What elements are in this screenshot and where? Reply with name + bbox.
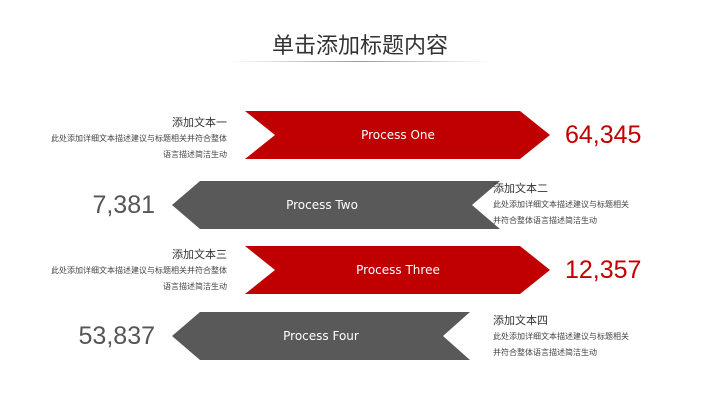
value-four: 53,837	[78, 322, 155, 350]
block-description: 此处添加详细文本描述建议与标题相关并符合整体语言描述简洁生动	[493, 200, 629, 225]
arrow-label-four: Process Four	[283, 329, 359, 343]
block-heading: 添加文本二	[493, 182, 548, 195]
arrow-label-three: Process Three	[356, 263, 440, 277]
block-description: 此处添加详细文本描述建议与标题相关并符合整体语言描述简洁生动	[51, 266, 227, 291]
arrow-process-two[interactable]	[172, 181, 500, 229]
arrow-process-one[interactable]	[245, 111, 550, 159]
block-description: 此处添加详细文本描述建议与标题相关并符合整体语言描述简洁生动	[493, 332, 629, 357]
block-heading: 添加文本四	[493, 314, 548, 327]
value-three: 12,357	[565, 256, 642, 284]
value-two: 7,381	[92, 191, 155, 219]
block-description: 此处添加详细文本描述建议与标题相关并符合整体语言描述简洁生动	[51, 134, 227, 159]
text-block-two[interactable]: 添加文本二 此处添加详细文本描述建议与标题相关并符合整体语言描述简洁生动	[493, 181, 683, 229]
value-one: 64,345	[565, 121, 642, 149]
block-heading: 添加文本一	[172, 116, 227, 129]
slide-title[interactable]: 单击添加标题内容	[271, 34, 448, 59]
text-block-one[interactable]: 添加文本一 此处添加详细文本描述建议与标题相关并符合整体语言描述简洁生动	[37, 115, 227, 163]
arrow-process-four[interactable]	[172, 312, 470, 360]
arrow-label-one: Process One	[361, 128, 435, 142]
text-block-three[interactable]: 添加文本三 此处添加详细文本描述建议与标题相关并符合整体语言描述简洁生动	[37, 247, 227, 295]
block-heading: 添加文本三	[172, 248, 227, 261]
title-divider	[230, 61, 490, 62]
text-block-four[interactable]: 添加文本四 此处添加详细文本描述建议与标题相关并符合整体语言描述简洁生动	[493, 313, 683, 361]
arrow-label-two: Process Two	[286, 198, 358, 212]
arrow-process-three[interactable]	[245, 246, 550, 294]
